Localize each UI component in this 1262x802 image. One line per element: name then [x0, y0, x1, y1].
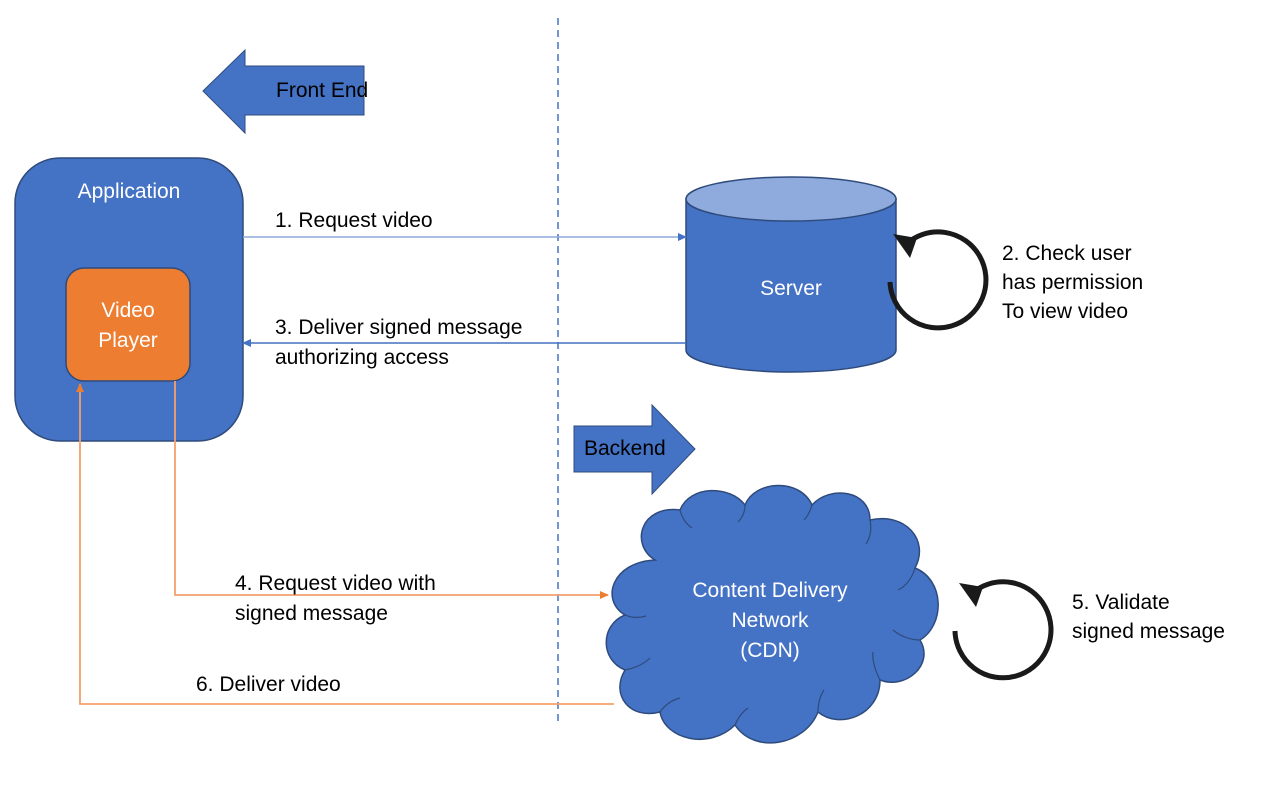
step-2-loop-icon [887, 229, 989, 331]
server-label: Server [760, 277, 822, 300]
video-player-box [65, 267, 191, 382]
step-6-arrow [76, 383, 614, 705]
step-5-label: 5. Validate signed message [1072, 591, 1225, 643]
front-end-label: Front End [276, 79, 369, 102]
step-4-label: 4. Request video with signed message [235, 572, 436, 625]
step-4-arrow [174, 381, 609, 599]
cdn-label: Content Delivery Network (CDN) [692, 579, 848, 662]
backend-arrow-shape [573, 403, 696, 496]
step-3-label: 3. Deliver signed message authorizing ac… [275, 316, 523, 369]
server-cylinder [685, 176, 897, 373]
front-end-arrow-shape [202, 48, 365, 135]
step-2-label: 2. Check user has permission To view vid… [1002, 242, 1144, 323]
step-5-loop-icon [952, 579, 1054, 681]
application-label: Application [77, 180, 181, 203]
cdn-cloud-inner-curves [624, 504, 921, 726]
step-6-label: 6. Deliver video [196, 673, 341, 696]
cdn-cloud [605, 484, 939, 744]
step-1-label: 1. Request video [275, 209, 433, 232]
backend-label: Backend [584, 437, 666, 460]
video-player-label: Video Player [98, 299, 158, 352]
